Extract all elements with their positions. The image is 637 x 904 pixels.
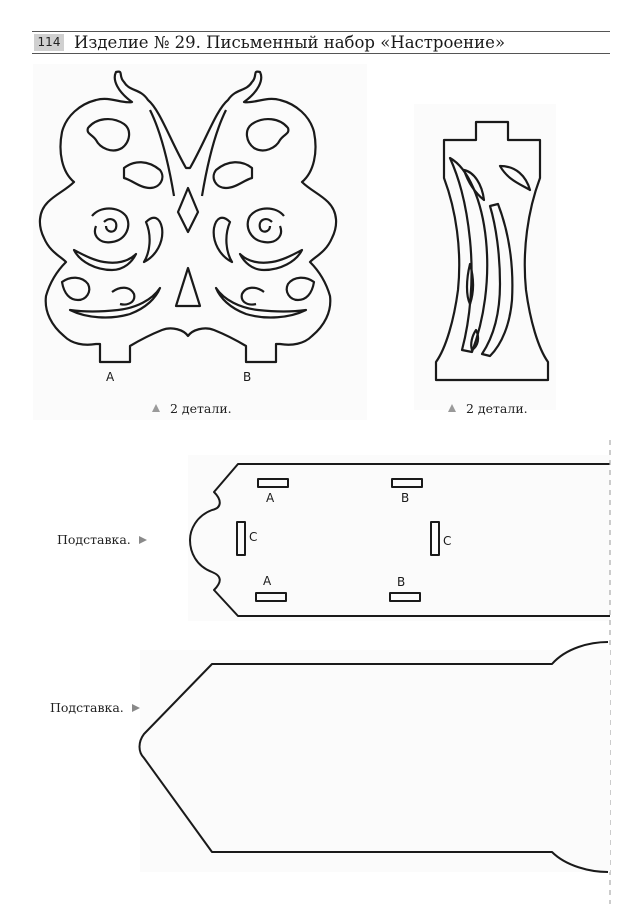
marker-b-bottom: B [397,575,405,589]
triangle-icon [448,404,456,412]
marker-c-left: C [249,530,257,544]
page-title: Изделие № 29. Письменный набор «Настроен… [74,33,506,52]
header-top-rule [32,31,610,32]
page-header: 114 Изделие № 29. Письменный набор «Наст… [32,31,610,55]
arrow-right-icon [138,536,147,544]
stand-top-caption: Подставка. [57,532,147,548]
marker-b-top: B [401,491,409,505]
header-bottom-rule [32,53,610,54]
label-a: A [106,370,115,384]
ornament-caption: 2 детали. [152,401,232,417]
arrow-right-icon [131,704,140,712]
marker-c-right: C [443,534,451,548]
page-number: 114 [34,34,64,51]
column-caption: 2 детали. [448,401,528,417]
stand-bottom-caption: Подставка. [50,700,140,716]
label-b: B [243,370,251,384]
marker-a-bottom: A [263,574,272,588]
stand-bottom-panel [140,650,610,872]
marker-a-top: A [266,491,275,505]
triangle-icon [152,404,160,412]
